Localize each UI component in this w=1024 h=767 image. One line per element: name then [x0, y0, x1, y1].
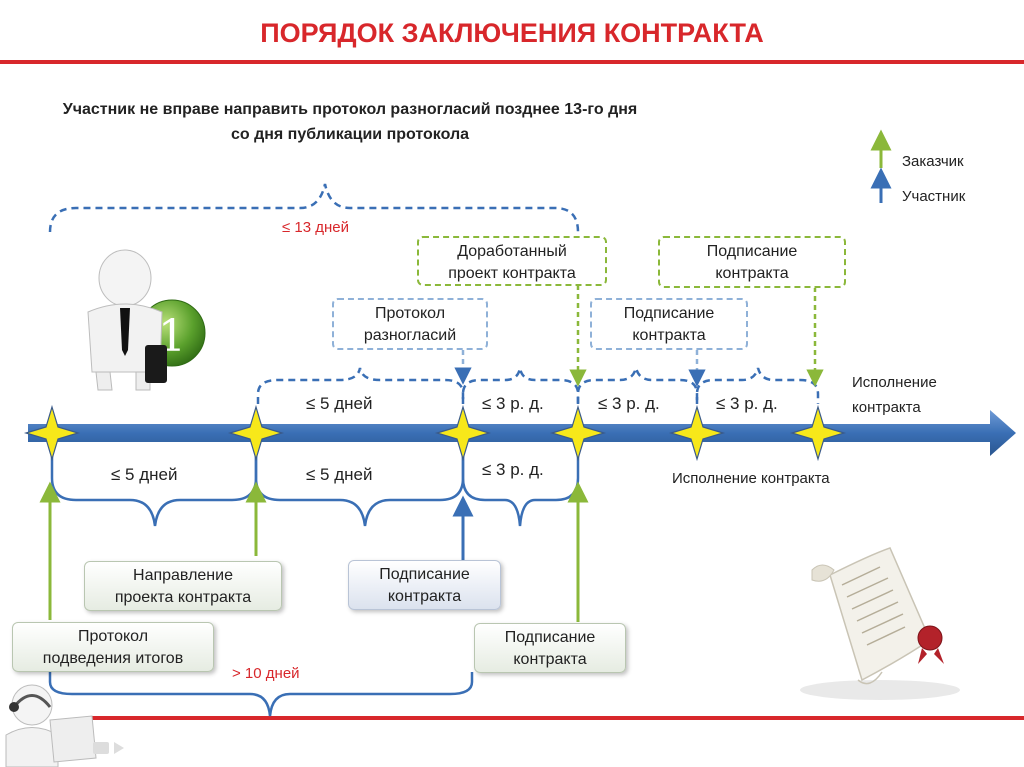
box-signing-participant-bottom: Подписание контракта	[348, 560, 501, 610]
rule-note-line2: со дня публикации протокола	[230, 126, 470, 143]
interval-label-lower-1: ≤ 5 дней	[111, 465, 178, 484]
interval-label-lower-2: ≤ 5 дней	[306, 465, 373, 484]
interval-label-upper-1: ≤ 5 дней	[306, 394, 373, 413]
box-results-protocol: Протокол подведения итогов	[12, 622, 214, 672]
box-direction-of-draft: Направление проекта контракта	[84, 561, 282, 611]
span-13-days-brace	[48, 183, 580, 233]
execution-label-right: Исполнение контракта	[852, 374, 937, 416]
businessman-illustration: 1	[87, 249, 206, 391]
box-signing-customer: Подписание контракта	[658, 236, 846, 288]
span-13-days-label: ≤ 13 дней	[282, 219, 350, 236]
timeline-axis	[28, 410, 1016, 456]
legend-participant-label: Участник	[902, 188, 966, 205]
box-disagreement-protocol: Протокол разногласий	[332, 298, 488, 350]
rule-note-line1: Участник не вправе направить протокол ра…	[62, 101, 638, 118]
span-10-days-label: > 10 дней	[232, 665, 300, 682]
box-revised-draft: Доработанный проект контракта	[417, 236, 607, 286]
laptop-user-illustration	[5, 684, 97, 767]
page-title: ПОРЯДОК ЗАКЛЮЧЕНИЯ КОНТРАКТА	[260, 18, 764, 48]
interval-label-upper-2: ≤ 3 р. д.	[482, 394, 544, 413]
star-marker-1	[23, 404, 81, 462]
star-marker-2	[227, 404, 285, 462]
star-marker-4	[549, 404, 607, 462]
title-underline	[0, 60, 1024, 64]
interval-label-upper-4: ≤ 3 р. д.	[716, 394, 778, 413]
star-marker-6	[789, 404, 847, 462]
slide-nav-icons	[93, 742, 124, 754]
interval-label-upper-3: ≤ 3 р. д.	[598, 394, 660, 413]
box-signing-customer-bottom: Подписание контракта	[474, 623, 626, 673]
star-marker-5	[668, 404, 726, 462]
legend-customer-label: Заказчик	[902, 153, 964, 170]
interval-label-lower-3: ≤ 3 р. д.	[482, 460, 544, 479]
execution-label-below: Исполнение контракта	[672, 470, 830, 487]
box-signing-participant: Подписание контракта	[590, 298, 748, 350]
rule-note: Участник не вправе направить протокол ра…	[20, 97, 680, 147]
star-marker-3	[434, 404, 492, 462]
footer-line	[88, 716, 1024, 720]
contract-scroll-illustration	[800, 547, 960, 700]
